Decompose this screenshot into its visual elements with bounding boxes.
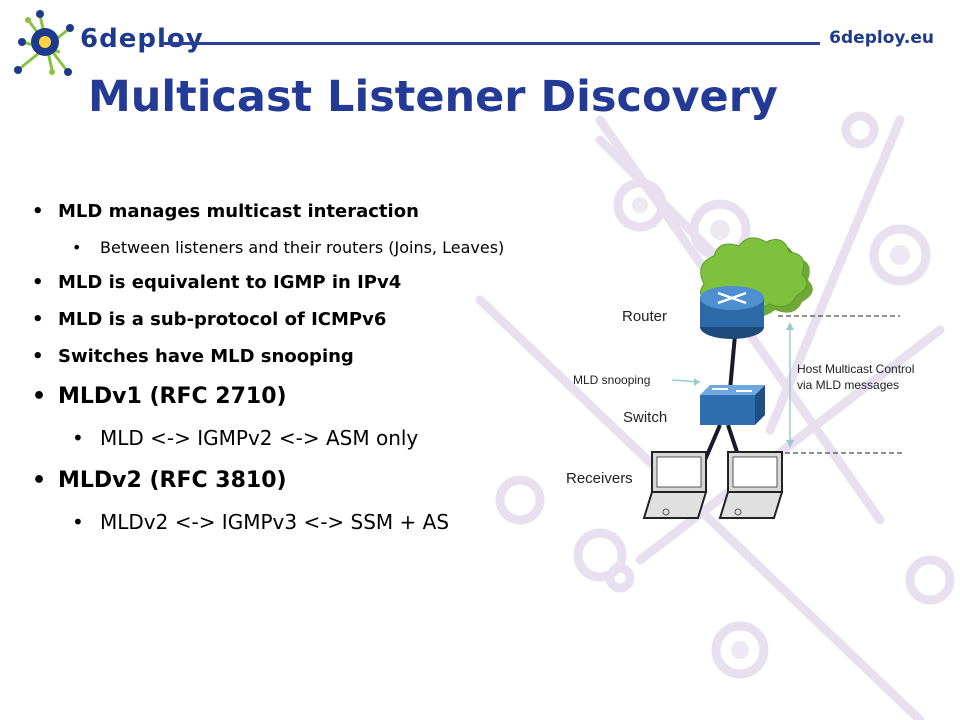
bullet-item: MLD is equivalent to IGMP in IPv4 xyxy=(32,271,542,295)
laptop-icon xyxy=(718,451,784,519)
switch-label: Switch xyxy=(623,409,668,426)
bullet-item: MLD manages multicast interaction xyxy=(32,200,542,224)
bullet-item: MLD is a sub-protocol of ICMPv6 xyxy=(32,308,542,332)
sub-bullet-item: Between listeners and their routers (Joi… xyxy=(72,237,542,259)
receivers-label: Receivers xyxy=(566,470,633,487)
bullet-item: MLDv2 (RFC 3810) xyxy=(32,466,542,496)
laptop-icon xyxy=(642,451,708,519)
header-rule xyxy=(160,42,820,45)
switch-icon xyxy=(700,385,765,425)
sub-bullet-item: MLD <-> IGMPv2 <-> ASM only xyxy=(72,424,542,452)
router-label: Router xyxy=(622,308,668,325)
bullet-list: MLD manages multicast interaction Betwee… xyxy=(32,200,542,550)
router-icon xyxy=(700,286,764,339)
network-diagram xyxy=(642,237,905,519)
bullet-item: Switches have MLD snooping xyxy=(32,345,542,369)
site-url: 6deploy.eu xyxy=(829,28,934,48)
sub-bullet-item: MLDv2 <-> IGMPv3 <-> SSM + AS xyxy=(72,508,542,536)
mld-snooping-label: MLD snooping xyxy=(573,373,651,387)
slide-title: Multicast Listener Discovery xyxy=(88,72,778,122)
logo-wordmark: 6deploy xyxy=(80,24,204,54)
bullet-item: MLDv1 (RFC 2710) xyxy=(32,382,542,412)
host-multicast-control-label: Host Multicast Control via MLD messages xyxy=(797,362,915,392)
